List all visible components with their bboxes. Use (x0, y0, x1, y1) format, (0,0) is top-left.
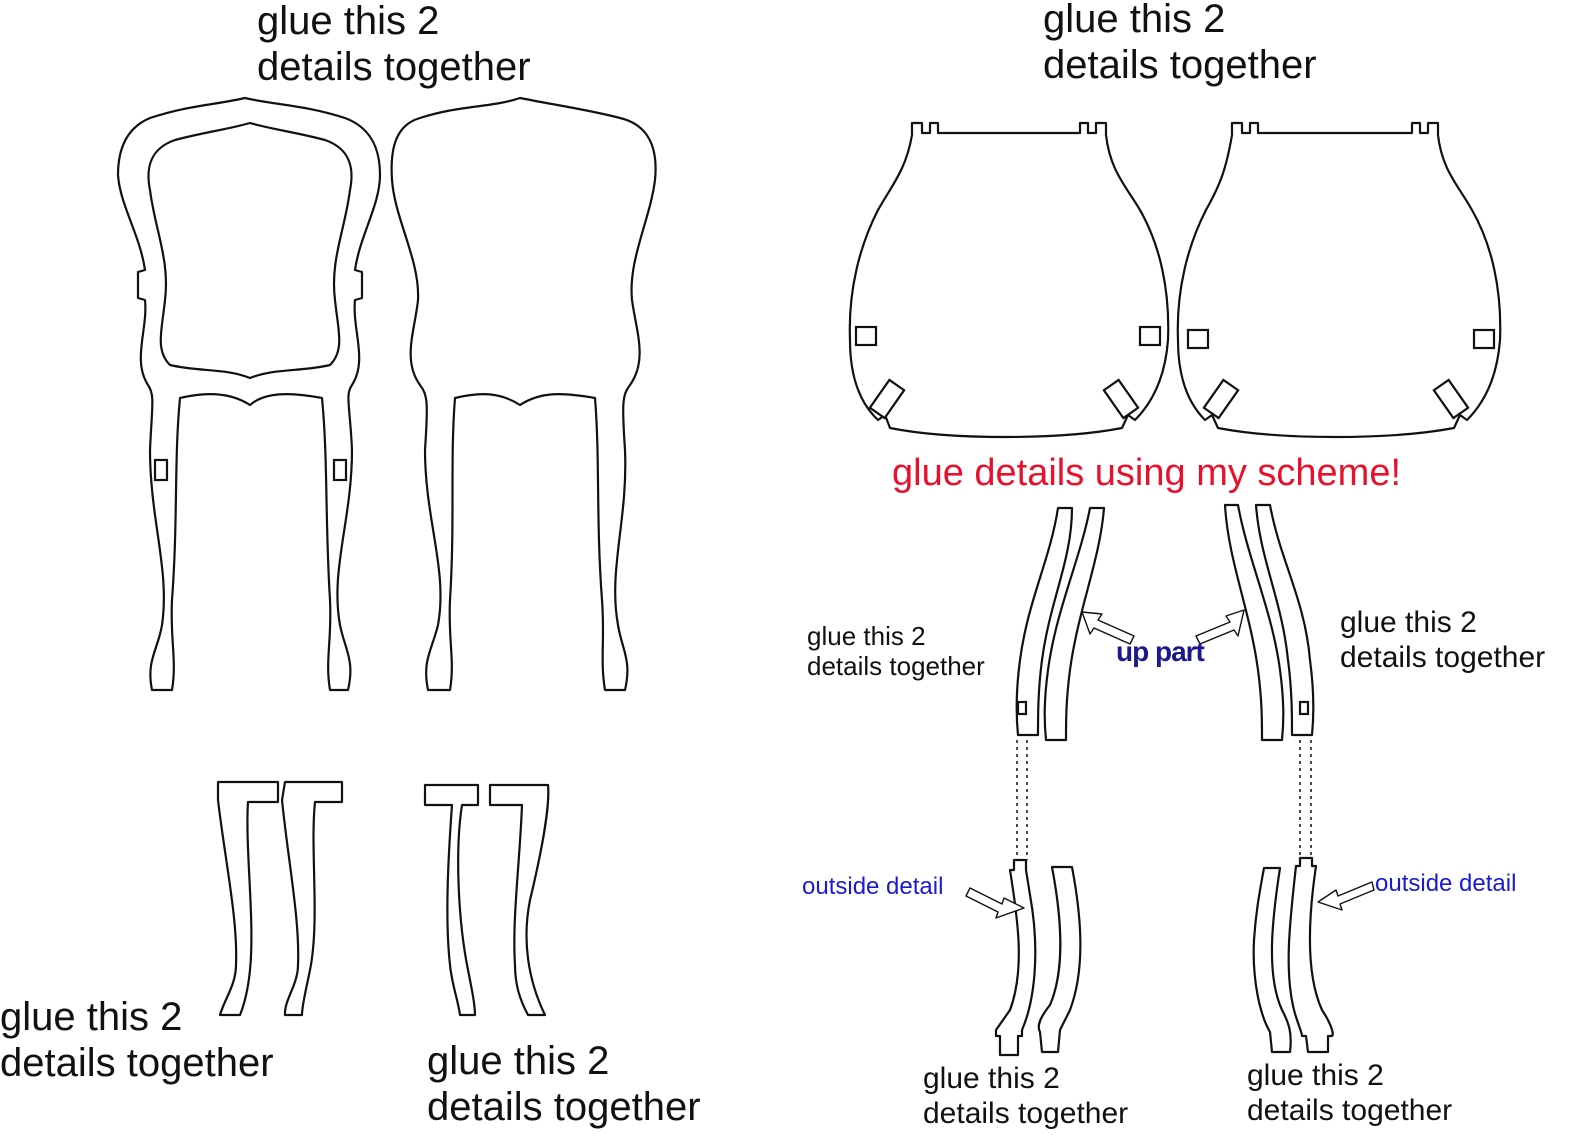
back-slot-left (153, 458, 169, 482)
lower-leg-left-b (1037, 865, 1082, 1054)
up-part-label: up part (1116, 636, 1205, 667)
chair-back-opening (147, 121, 353, 380)
back-slot-right (332, 458, 348, 482)
outside-arrow-left (965, 887, 1025, 919)
lower-leg-right-a (1252, 866, 1292, 1054)
upper-leg-left-a (1015, 506, 1074, 737)
seat-left-slot-1 (854, 325, 878, 347)
up-part-arrow-right (1195, 609, 1245, 645)
seat-left (848, 121, 1170, 439)
front-leg-2a (423, 783, 480, 1017)
seat-left-slot-2 (1138, 325, 1162, 347)
upper-leg-slot-left (1016, 700, 1028, 716)
chair-back-solid (390, 96, 657, 692)
outside-detail-label-left: outside detail (802, 873, 944, 900)
front-leg-2b (488, 783, 550, 1017)
seat-right-slot-3 (1202, 378, 1240, 420)
lower-leg-left-a (994, 858, 1037, 1057)
front-leg-1a (216, 780, 280, 1017)
seat-left-slot-3 (868, 378, 906, 420)
seat-right-slot-1 (1186, 328, 1210, 350)
outside-arrow-right (1317, 881, 1375, 911)
seat-right-slot-2 (1472, 328, 1496, 350)
upper-leg-slot-right (1298, 700, 1310, 716)
seat-left-slot-4 (1102, 378, 1140, 420)
scheme-note: glue details using my scheme! (892, 452, 1402, 494)
seat-right (1176, 121, 1502, 439)
upper-leg-right-a (1223, 503, 1285, 742)
front-leg-1b (280, 780, 344, 1017)
outside-detail-label-right: outside detail (1375, 870, 1517, 897)
upper-leg-left-b (1043, 506, 1106, 742)
lower-leg-right-b (1287, 856, 1334, 1054)
up-part-arrow-left (1081, 611, 1135, 645)
upper-leg-right-b (1254, 503, 1315, 737)
seat-right-slot-4 (1432, 378, 1470, 420)
